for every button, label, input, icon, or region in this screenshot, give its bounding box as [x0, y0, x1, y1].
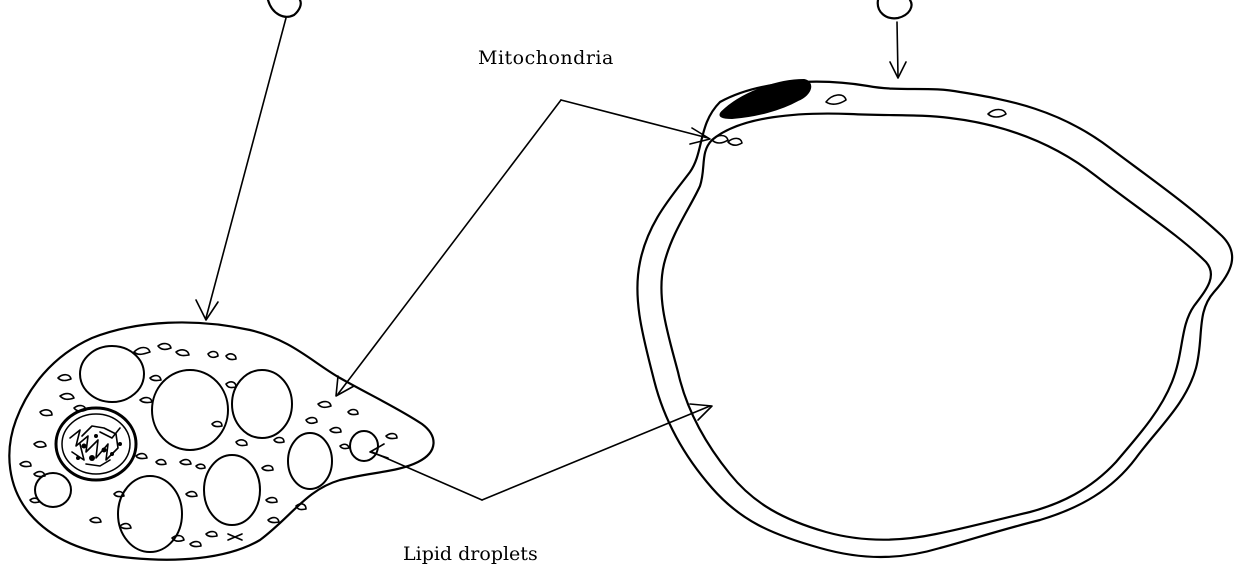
multilocular-cell — [9, 322, 433, 559]
arrow-top-to-right-cell — [890, 22, 906, 78]
arrow-mitochondria-right — [561, 100, 710, 144]
partial-cell-right — [878, 0, 912, 18]
unilocular-cell — [637, 80, 1232, 557]
mitochondria-label: Mitochondria — [478, 47, 614, 69]
arrow-top-to-left-cell — [196, 18, 286, 320]
arrow-lipid-right — [482, 404, 712, 500]
arrow-mitochondria-left — [336, 100, 561, 396]
lipid-droplets-label: Lipid droplets — [403, 543, 538, 565]
nucleus — [56, 408, 136, 480]
right-cell-inner-membrane — [661, 114, 1211, 540]
right-cell-outer-membrane — [637, 82, 1232, 557]
partial-cell-left — [268, 0, 301, 17]
